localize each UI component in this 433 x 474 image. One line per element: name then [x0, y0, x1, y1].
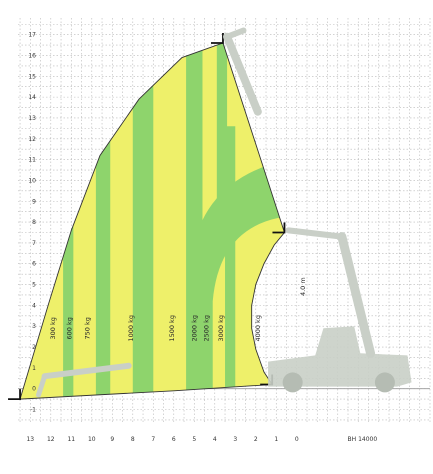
boom-upper	[223, 32, 262, 116]
x-tick-label: 1	[274, 436, 278, 443]
boom-lower-head	[285, 227, 345, 240]
capacity-label: 300 kg	[49, 317, 57, 339]
envelope-outline	[19, 42, 285, 400]
y-tick-label: 1	[32, 365, 36, 372]
boom-horizontal-fork	[35, 373, 48, 398]
boom-horizontal	[41, 362, 132, 380]
capacity-label: 750 kg	[84, 317, 92, 339]
y-tick-label: 15	[28, 73, 36, 80]
y-tick-label: 4	[32, 302, 36, 309]
x-tick-label: 3	[233, 436, 237, 443]
y-tick-label: 13	[28, 115, 36, 122]
x-tick-label: 6	[172, 436, 176, 443]
corner-marker	[210, 32, 224, 44]
boom-upper-head	[224, 27, 247, 40]
capacity-labels: 300 kg 600 kg 750 kg 1000 kg 1500 kg 2000 kg 2…	[49, 277, 307, 341]
zone-band-inner	[225, 126, 236, 400]
wheel	[282, 372, 303, 393]
rotated-dimension-label: 4.0 m	[299, 277, 307, 296]
zone-band	[63, 42, 74, 400]
y-tick-label: 12	[28, 136, 36, 143]
y-tick-label: 5	[32, 282, 36, 289]
y-tick-label: 17	[28, 32, 36, 39]
x-tick-label: 12	[47, 436, 55, 443]
y-tick-label: 8	[32, 219, 36, 226]
x-tick-label: 8	[131, 436, 135, 443]
y-tick-label: 7	[32, 240, 36, 247]
y-tick-label: 9	[32, 198, 36, 205]
x-tick-label: 9	[110, 436, 114, 443]
machine-silhouette	[35, 27, 412, 398]
capacity-label: 2000 kg	[190, 315, 198, 342]
model-label: BH 14000	[348, 436, 378, 443]
wheel	[374, 372, 395, 393]
boom-lower	[337, 232, 376, 358]
y-tick-label: 0	[32, 386, 36, 393]
x-tick-label: 5	[192, 436, 196, 443]
x-tick-label: 0	[295, 436, 299, 443]
y-tick-label: 6	[32, 261, 36, 268]
capacity-label: 2500 kg	[203, 315, 211, 342]
y-tick-label: 10	[28, 177, 36, 184]
x-tick-label: 2	[254, 436, 258, 443]
x-tick-label: 13	[26, 436, 34, 443]
capacity-label: 1000 kg	[127, 315, 135, 342]
y-tick-label: 3	[32, 323, 36, 330]
zone-band	[95, 42, 111, 400]
x-tick-label: 10	[88, 436, 96, 443]
x-tick-label: 11	[67, 436, 75, 443]
y-tick-label: -1	[30, 407, 36, 414]
capacity-label: 4000 kg	[254, 315, 262, 342]
x-tick-label: 7	[151, 436, 155, 443]
capacity-label: 3000 kg	[217, 315, 225, 342]
corner-marker	[272, 222, 286, 234]
x-tick-label: 4	[213, 436, 217, 443]
y-tick-label: 11	[28, 157, 36, 164]
y-tick-label: 16	[28, 52, 36, 59]
capacity-label: 600 kg	[65, 317, 73, 339]
corner-marker	[8, 389, 21, 400]
vehicle-body	[268, 326, 412, 387]
capacity-label: 1500 kg	[168, 315, 176, 342]
y-tick-label: 14	[28, 94, 36, 101]
y-tick-label: 2	[32, 344, 36, 351]
zone-band	[132, 42, 154, 400]
